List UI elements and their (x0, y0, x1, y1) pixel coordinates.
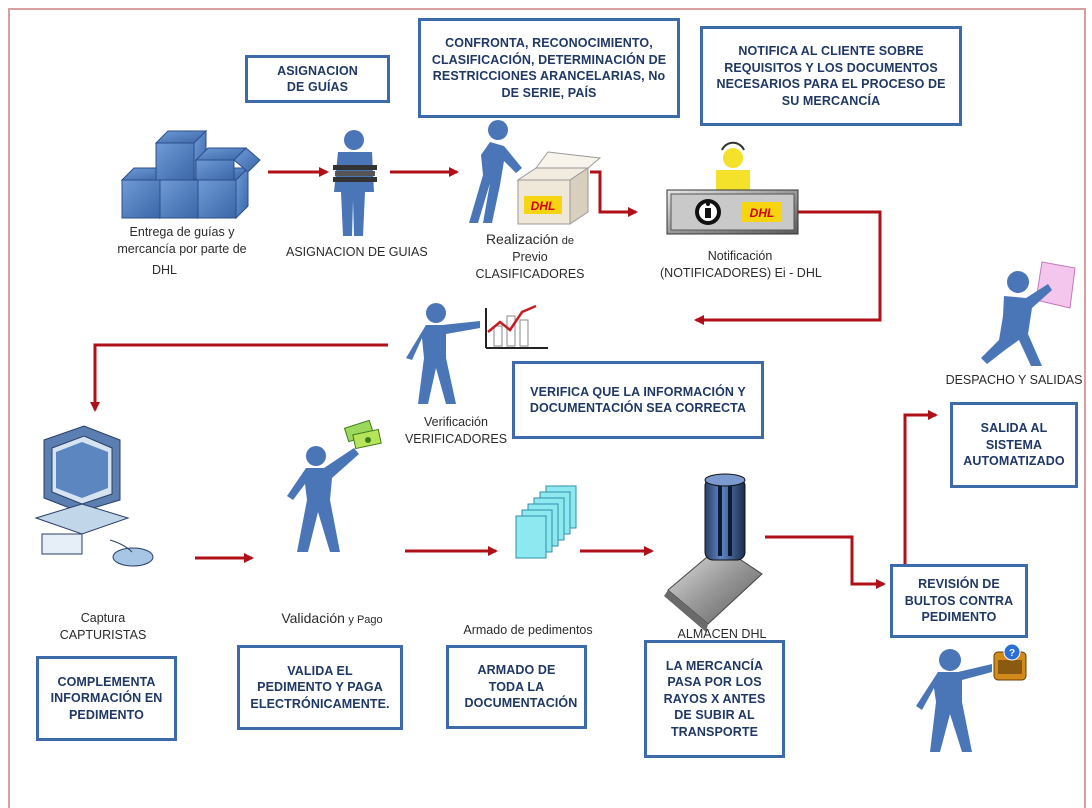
label-almacen: ALMACEN DHL (677, 627, 767, 641)
box-confronta: CONFRONTA, RECONOCIMIENTO, CLASIFICACIÓN… (418, 18, 680, 118)
label-entrega-line1: Entrega de guías y (129, 225, 235, 239)
person-validacion-icon (287, 419, 382, 552)
person-despacho-icon (981, 261, 1076, 366)
label-notificacion: Notificación (NOTIFICADORES) Ei - DHL (660, 248, 822, 282)
dhl-logo-notificacion: DHL (750, 206, 775, 220)
label-realizacion-line1: Realización (485, 231, 559, 247)
person-previo-icon: DHL (469, 120, 602, 225)
label-notificacion-line1: Notificación (707, 249, 773, 263)
dhl-box-icon: DHL (516, 151, 602, 225)
label-realizacion-de: de (561, 235, 575, 247)
label-captura-line1: Captura (80, 611, 126, 625)
box-confronta-text: CONFRONTA, RECONOCIMIENTO, CLASIFICACIÓN… (431, 36, 667, 100)
label-captura: Captura CAPTURISTAS (48, 610, 158, 644)
box-verifica: VERIFICA QUE LA INFORMACIÓN Y DOCUMENTAC… (512, 361, 764, 439)
label-armado-pedimentos: Armado de pedimentos (463, 623, 593, 637)
documents-stack-icon (515, 485, 577, 559)
label-validacion-pago: y Pago (348, 614, 383, 626)
box-rayos: LA MERCANCÍA PASA POR LOS RAYOS X ANTES … (644, 640, 785, 758)
box-complementa: COMPLEMENTA INFORMACIÓN EN PEDIMENTO (36, 656, 177, 741)
label-verificacion-line2: VERIFICADORES (404, 431, 508, 446)
box-armado-text: ARMADO DE TODA LA DOCUMENTACIÓN (464, 663, 578, 711)
computer-icon (34, 425, 154, 567)
box-notifica-text: NOTIFICA AL CLIENTE SOBRE REQUISITOS Y L… (716, 44, 946, 108)
box-rayos-text: LA MERCANCÍA PASA POR LOS RAYOS X ANTES … (663, 658, 766, 739)
label-entrega-line2: mercancía por parte de (117, 241, 247, 256)
package-icon: ? (993, 643, 1027, 681)
arrow-verificacion-to-captura (90, 343, 388, 412)
label-asignacion-guias: ASIGNACION DE GUIAS (286, 245, 428, 259)
box-asignacion: ASIGNACION DE GUÍAS (245, 55, 390, 103)
arrow-previo-to-notificacion (590, 170, 638, 217)
label-realizacion: Realización de Previo CLASIFICADORES (455, 230, 605, 283)
box-valida-text: VALIDA EL PEDIMENTO Y PAGA ELECTRÓNICAME… (250, 663, 390, 711)
label-notificacion-line2: (NOTIFICADORES) Ei - DHL (660, 265, 822, 280)
diagram-canvas: DHL DHL (34, 120, 1076, 752)
flow-arrows (90, 167, 938, 589)
xray-machine-icon (664, 473, 763, 632)
dhl-logo-previo: DHL (531, 199, 556, 213)
box-valida: VALIDA EL PEDIMENTO Y PAGA ELECTRÓNICAME… (237, 645, 403, 730)
box-verifica-text: VERIFICA QUE LA INFORMACIÓN Y DOCUMENTAC… (529, 384, 747, 416)
label-verificacion: Verificación VERIFICADORES (396, 414, 516, 448)
person-revision-icon: ? (916, 643, 1027, 752)
label-captura-line2: CAPTURISTAS (59, 627, 147, 642)
box-asignacion-text: ASIGNACION DE GUÍAS (277, 63, 358, 95)
arrow-notificacion-to-verificacion (694, 210, 882, 325)
svg-text:?: ? (1009, 648, 1015, 659)
box-complementa-text: COMPLEMENTA INFORMACIÓN EN PEDIMENTO (50, 674, 163, 722)
label-realizacion-line3: CLASIFICADORES (475, 266, 585, 281)
label-validacion-main: Validación (281, 610, 345, 626)
page-border (8, 8, 1086, 808)
box-revision: REVISIÓN DE BULTOS CONTRA PEDIMENTO (890, 564, 1028, 638)
label-entrega-line3: DHL (152, 262, 178, 277)
arrow-revision-to-salida (903, 410, 938, 568)
person-asignacion-icon (333, 130, 377, 236)
box-armado: ARMADO DE TODA LA DOCUMENTACIÓN (446, 645, 587, 729)
box-salida-text: SALIDA AL SISTEMA AUTOMATIZADO (963, 421, 1065, 469)
chart-board-icon (485, 304, 548, 349)
person-verificacion-icon (406, 303, 480, 404)
box-revision-text: REVISIÓN DE BULTOS CONTRA PEDIMENTO (904, 577, 1014, 625)
box-notifica: NOTIFICA AL CLIENTE SOBRE REQUISITOS Y L… (700, 26, 962, 126)
label-realizacion-line2: Previo (512, 249, 548, 264)
label-despacho: DESPACHO Y SALIDAS (945, 373, 1083, 387)
notificacion-icon: DHL (666, 141, 799, 235)
money-icon (343, 419, 382, 450)
arrow-almacen-to-revision (765, 535, 886, 589)
label-verificacion-line1: Verificación (424, 415, 488, 429)
label-validacion: Validación y Pago (262, 609, 402, 628)
cubes-stack-icon (120, 129, 261, 220)
box-salida: SALIDA AL SISTEMA AUTOMATIZADO (950, 402, 1078, 488)
label-entrega: Entrega de guías y mercancía por parte d… (112, 224, 252, 279)
